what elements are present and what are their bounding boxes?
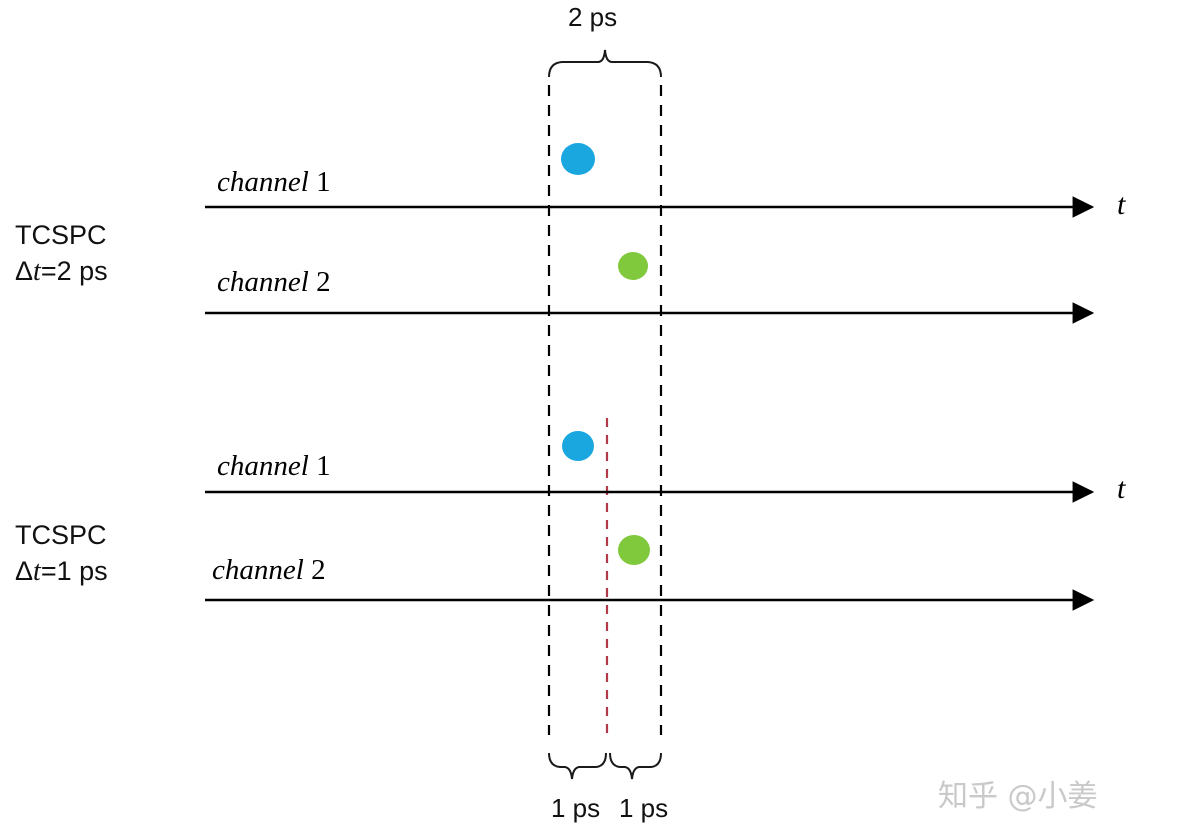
brace-top-label: 2 ps bbox=[568, 2, 618, 32]
gate-dashed-lines bbox=[547, 85, 663, 735]
photon-dot-block2-channel2 bbox=[618, 535, 650, 565]
block1-resolution-value: =2 ps bbox=[40, 256, 108, 286]
brace-top-2ps bbox=[548, 49, 662, 78]
photon-dot-block2-channel1 bbox=[562, 431, 594, 461]
block2-channel2-label-number: 2 bbox=[311, 554, 326, 586]
photon-dot-block1-channel2 bbox=[618, 252, 648, 280]
block1-tcspc-label: TCSPC bbox=[15, 220, 107, 250]
block2-resolution-delta: Δ bbox=[15, 556, 34, 586]
brace-bottom-left-label: 1 ps bbox=[551, 793, 601, 823]
block2-channel1-label: channel 1 bbox=[217, 450, 331, 483]
brace-bottom-right-1ps bbox=[609, 752, 662, 780]
block1-channel1-label-number: 1 bbox=[316, 166, 331, 198]
brace-bottom-left-1ps bbox=[548, 752, 607, 780]
block2-resolution-value: =1 ps bbox=[40, 556, 108, 586]
time-axes bbox=[205, 196, 1095, 611]
block1-resolution-var: t bbox=[33, 256, 41, 287]
block1-channel2-label-number: 2 bbox=[316, 266, 331, 298]
block2-channel1-label-word: channel bbox=[217, 450, 309, 482]
block1-channel2-label-word: channel bbox=[217, 266, 309, 298]
block2-channel2-label: channel 2 bbox=[212, 554, 326, 587]
watermark: 知乎 @小姜 bbox=[938, 779, 1098, 814]
photon-dot-block1-channel1 bbox=[561, 143, 595, 175]
block1-channel1-label-word: channel bbox=[217, 166, 309, 198]
block1-channel1-label: channel 1 bbox=[217, 166, 331, 199]
block2-resolution-var: t bbox=[33, 556, 41, 587]
block2-resolution-label: Δt=1 ps bbox=[15, 556, 108, 588]
block1-resolution-delta: Δ bbox=[15, 256, 34, 286]
block1-axis-variable-t: t bbox=[1117, 188, 1126, 221]
block2-channel1-label-number: 1 bbox=[316, 450, 331, 482]
block1-channel2-label: channel 2 bbox=[217, 266, 331, 299]
block2-channel2-label-word: channel bbox=[212, 554, 304, 586]
block1-resolution-label: Δt=2 ps bbox=[15, 256, 108, 288]
photon-dots bbox=[561, 143, 650, 565]
block2-tcspc-label: TCSPC bbox=[15, 520, 107, 550]
brace-bottom-right-label: 1 ps bbox=[619, 793, 669, 823]
block2-axis-variable-t: t bbox=[1117, 472, 1126, 505]
